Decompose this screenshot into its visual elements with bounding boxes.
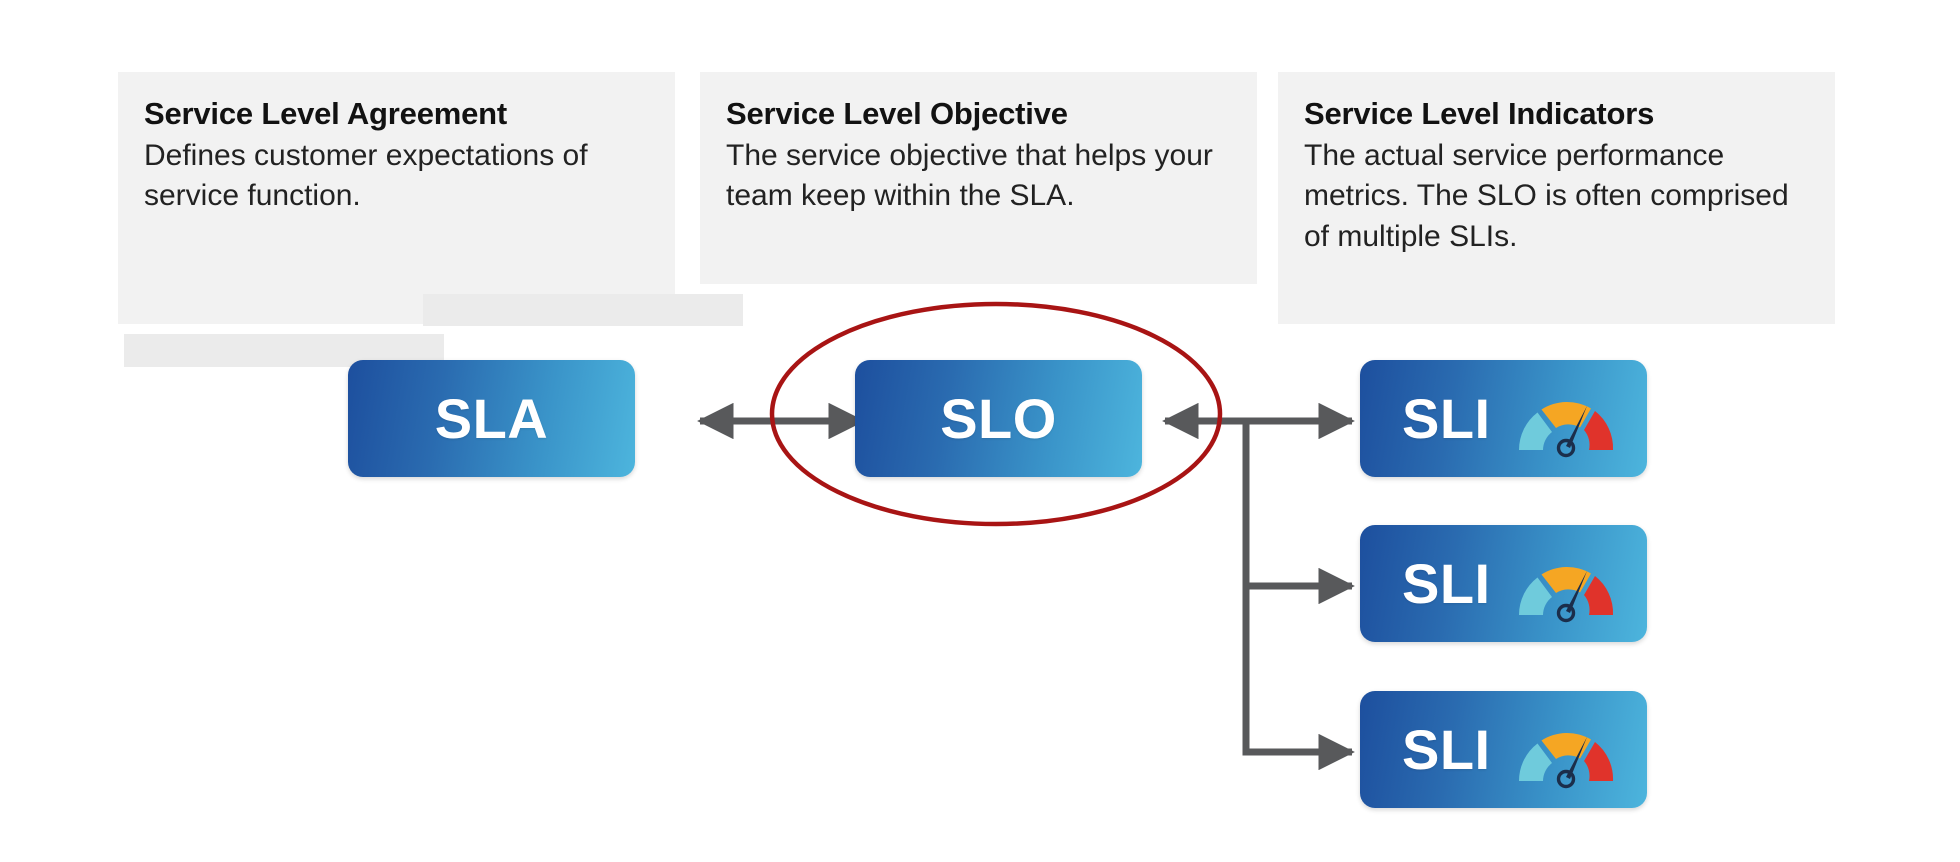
gauge-icon (1511, 711, 1621, 789)
node-sli-1[interactable]: SLI (1360, 360, 1647, 477)
panel-slo-title: Service Level Objective (726, 96, 1068, 131)
gauge-icon (1511, 545, 1621, 623)
node-slo-label: SLO (940, 386, 1057, 450)
panel-sla: Service Level Agreement Defines customer… (118, 72, 743, 367)
node-sli-1-label: SLI (1402, 386, 1491, 450)
panel-slo-body: The service objective that helps your te… (726, 138, 1213, 213)
panel-sli-title: Service Level Indicators (1304, 96, 1655, 131)
redaction-block (423, 294, 743, 326)
panel-sli-body: The actual service performance metrics. … (1304, 138, 1789, 254)
panel-sla-title: Service Level Agreement (144, 96, 507, 131)
node-sli-3-label: SLI (1402, 717, 1491, 781)
node-sli-3[interactable]: SLI (1360, 691, 1647, 808)
node-slo[interactable]: SLO (855, 360, 1142, 477)
panel-sli: Service Level Indicators The actual serv… (1278, 72, 1835, 324)
node-sla[interactable]: SLA (348, 360, 635, 477)
node-sla-label: SLA (434, 386, 549, 450)
gauge-icon (1511, 380, 1621, 458)
panel-slo: Service Level Objective The service obje… (700, 72, 1257, 284)
node-sli-2-label: SLI (1402, 551, 1491, 615)
panel-sla-body: Defines customer expectations of service… (144, 138, 588, 213)
node-sli-2[interactable]: SLI (1360, 525, 1647, 642)
